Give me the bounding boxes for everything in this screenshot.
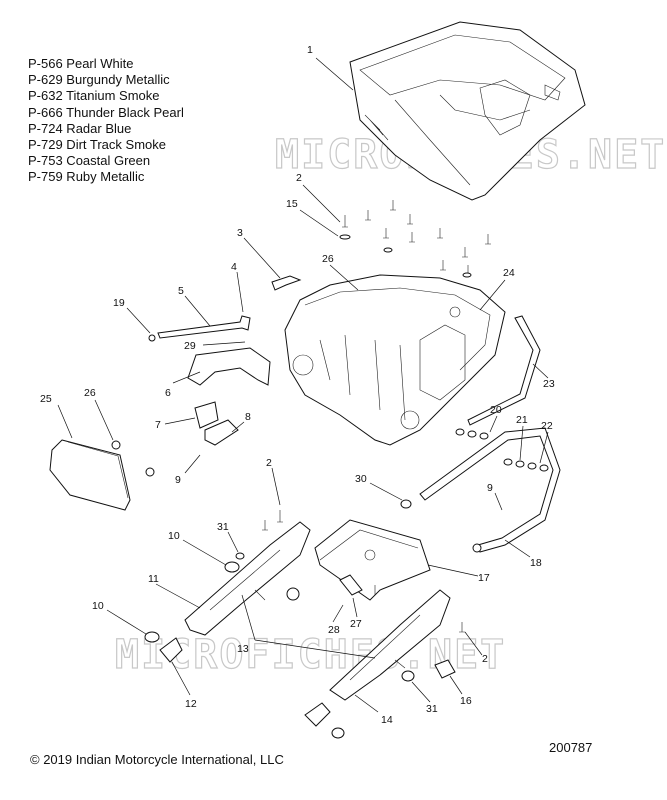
callout-20: 20	[490, 404, 502, 416]
pad-nut	[111, 440, 121, 450]
callout-11: 11	[148, 573, 159, 585]
fastener-group	[339, 200, 491, 278]
legend-item: P-629 Burgundy Metallic	[28, 72, 170, 88]
callout-2-mid: 2	[266, 457, 272, 469]
callout-14: 14	[381, 714, 393, 726]
retaining-clip-right	[304, 702, 331, 727]
pad-nut	[145, 467, 155, 477]
callout-9-left: 9	[175, 474, 181, 486]
callout-28: 28	[328, 624, 340, 636]
mount-spring	[339, 574, 363, 596]
mounting-plate	[314, 519, 431, 601]
legend-item: P-566 Pearl White	[28, 56, 134, 71]
callout-5: 5	[178, 285, 184, 297]
legend-item: P-724 Radar Blue	[28, 120, 132, 136]
callout-1: 1	[307, 44, 313, 56]
legend-item: P-753 Coastal Green	[28, 153, 151, 169]
callout-22: 22	[541, 420, 553, 432]
legend-item: P-759 Ruby Metallic	[28, 169, 145, 185]
callout-9-right: 9	[487, 482, 493, 494]
callout-7: 7	[155, 419, 161, 431]
paint-code-legend: P-566 Pearl White P-629 Burgundy Metalli…	[28, 56, 184, 186]
diagram-number: 200787	[549, 740, 593, 755]
left-side-bracket	[184, 521, 311, 636]
callout-8: 8	[245, 411, 251, 423]
callout-27: 27	[350, 618, 362, 630]
callout-2-right: 2	[482, 653, 488, 665]
callout-15: 15	[286, 198, 298, 210]
callout-30: 30	[355, 473, 367, 485]
bracket-knob	[286, 587, 300, 601]
callout-10-upper: 10	[168, 530, 180, 542]
callout-31-lower: 31	[426, 703, 438, 715]
right-side-bracket	[329, 589, 451, 701]
retaining-clip-left	[159, 637, 183, 663]
release-cable	[157, 315, 251, 339]
bushing-lower	[144, 631, 160, 643]
callout-13: 13	[237, 643, 249, 655]
callout-17: 17	[478, 572, 490, 584]
callout-6: 6	[165, 387, 171, 399]
bushing-bottom	[331, 727, 345, 739]
callout-18: 18	[530, 557, 542, 569]
legend-item: P-729 Dirt Track Smoke	[28, 137, 166, 153]
callout-31-upper: 31	[217, 521, 229, 533]
callout-26-left: 26	[84, 387, 96, 399]
cable-end	[148, 334, 156, 342]
rail-grommet	[400, 499, 412, 509]
callout-23: 23	[543, 378, 555, 390]
legend-item: P-666 Thunder Black Pearl	[28, 104, 184, 120]
callout-2-top: 2	[296, 172, 302, 184]
callout-24: 24	[503, 267, 515, 279]
backrest-pad	[49, 439, 131, 511]
callout-10-lower: 10	[92, 600, 104, 612]
copyright-notice: © 2019 Indian Motorcycle International, …	[30, 752, 284, 767]
bushing-small-lower	[401, 670, 415, 682]
bracket-knob-right	[434, 659, 456, 679]
latch-bracket	[187, 347, 271, 386]
rail-end-cap	[472, 543, 482, 553]
callout-29: 29	[184, 340, 196, 352]
callout-12: 12	[185, 698, 197, 710]
washer-stack	[455, 428, 549, 472]
callout-3: 3	[237, 227, 243, 239]
callout-16: 16	[460, 695, 472, 707]
callout-26-top: 26	[322, 253, 334, 265]
latch-mechanism	[204, 419, 239, 446]
callout-25: 25	[40, 393, 52, 405]
trunk-lid	[349, 21, 586, 201]
legend-item: P-632 Titanium Smoke	[28, 88, 160, 104]
callout-4: 4	[231, 261, 237, 273]
callout-19: 19	[113, 297, 125, 309]
trim-strip	[467, 315, 541, 426]
bushing-small-upper	[235, 552, 245, 560]
latch-rod	[271, 275, 302, 291]
trunk-base	[284, 274, 506, 446]
bushing-upper	[224, 561, 240, 573]
callout-21: 21	[516, 414, 528, 426]
latch-plate	[194, 401, 219, 429]
